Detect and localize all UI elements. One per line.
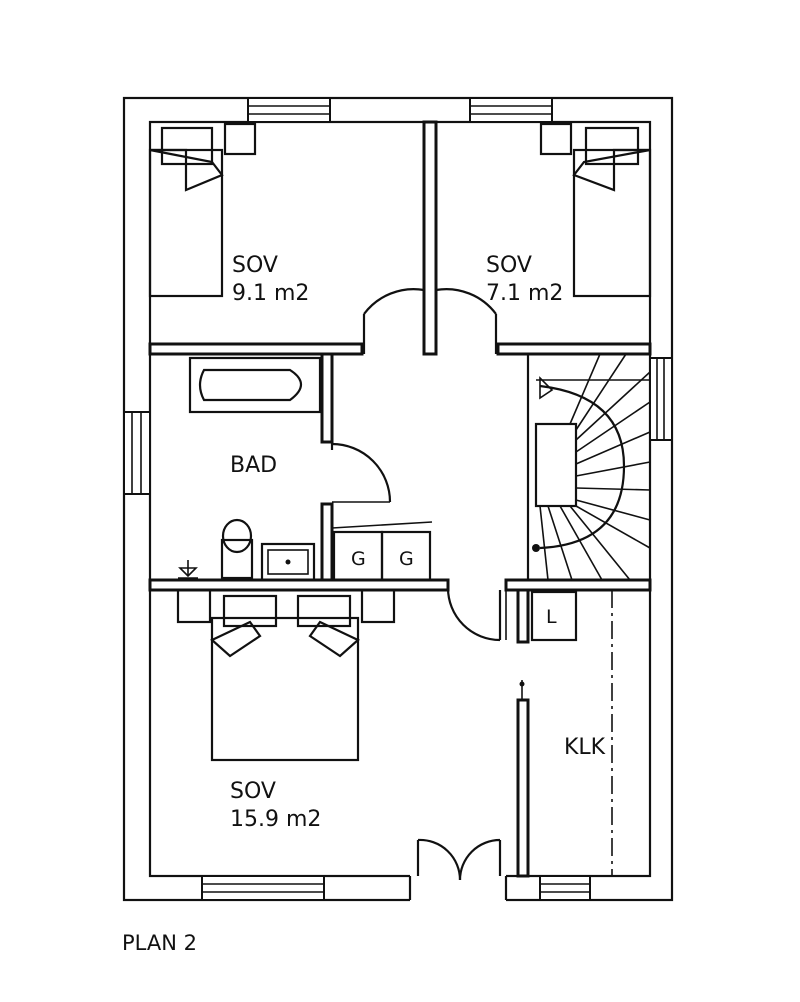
entrance-door: [408, 838, 508, 902]
bathtub: [188, 356, 322, 414]
closet: [519, 590, 613, 876]
room-label-closet: KLK: [564, 735, 606, 760]
window-left: [123, 411, 151, 495]
room-label-bathroom: BAD: [230, 453, 277, 478]
door-bathroom: [330, 442, 392, 503]
door-main-bedroom: [446, 587, 502, 642]
room-name: SOV: [486, 253, 532, 278]
room-label-bedroom-top-right: SOV 7.1 m2: [486, 253, 563, 306]
window-top-left: [247, 97, 331, 123]
room-name: SOV: [232, 253, 278, 278]
cabinet-label: G: [399, 548, 414, 570]
outer-wall: [122, 96, 674, 902]
room-area: 15.9 m2: [230, 807, 321, 832]
cabinet-label: G: [351, 548, 366, 570]
room-area: 7.1 m2: [486, 281, 563, 306]
room-name: SOV: [230, 779, 276, 804]
bed-top-right: [539, 122, 652, 298]
window-top-right: [469, 97, 553, 123]
window-right: [649, 357, 673, 441]
storage-label: L: [546, 606, 557, 628]
staircase: [532, 353, 651, 581]
bed-top-left: [148, 122, 257, 298]
window-bottom-right: [539, 875, 591, 901]
bed-main: [176, 588, 396, 762]
room-label-bedroom-main: SOV 15.9 m2: [230, 779, 321, 832]
floor-drain-icon: [178, 560, 198, 579]
window-bottom-left: [201, 875, 325, 901]
storage: L: [505, 590, 578, 642]
room-area: 9.1 m2: [232, 281, 309, 306]
room-label-bedroom-top-left: SOV 9.1 m2: [232, 253, 309, 306]
toilet: [220, 518, 254, 580]
plan-title: PLAN 2: [122, 931, 197, 955]
door-bedroom-top-right: [435, 288, 498, 354]
sink: [260, 542, 316, 582]
cabinets: G G: [331, 521, 433, 582]
door-bedroom-top-left: [362, 288, 425, 354]
interior-walls: [148, 120, 652, 878]
